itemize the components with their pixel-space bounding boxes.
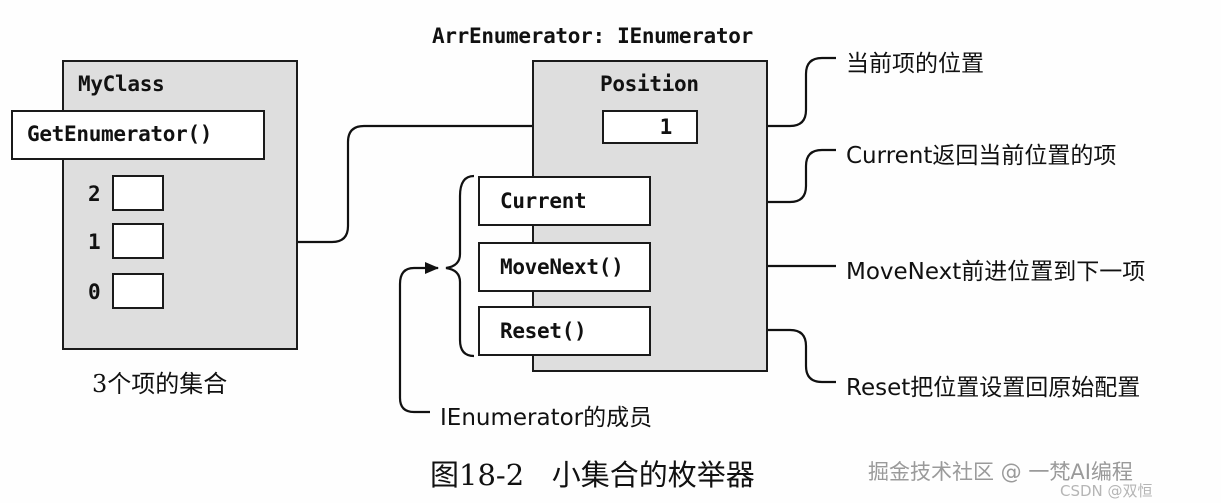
arrenumerator-title: ArrEnumerator: IEnumerator — [432, 24, 753, 48]
position-value: 1 — [659, 115, 673, 139]
slot-box-0 — [112, 273, 164, 309]
position-to-slot-arrow — [181, 124, 602, 248]
slot-box-1 — [112, 223, 164, 259]
annotation-movenext: MoveNext前进位置到下一项 — [846, 259, 1146, 285]
slot-label-0: 0 — [88, 280, 101, 304]
position-annotation-arrow — [701, 56, 836, 132]
reset-box: Reset() — [478, 306, 651, 356]
current-box: Current — [478, 176, 651, 226]
movenext-box: MoveNext() — [478, 242, 651, 292]
current-annotation-arrow — [659, 148, 836, 208]
figure-caption: 图18-2 小集合的枚举器 — [430, 458, 755, 492]
annotation-position: 当前项的位置 — [846, 51, 984, 77]
slot-label-2: 2 — [88, 182, 101, 206]
getenumerator-box: GetEnumerator() — [11, 110, 265, 160]
position-label: Position — [600, 72, 699, 96]
slot-box-2 — [112, 175, 164, 211]
watermark-line1: 掘金技术社区 @ 一梵AI编程 — [868, 460, 1133, 484]
annotation-reset: Reset把位置设置回原始配置 — [846, 375, 1141, 401]
members-brace — [445, 174, 475, 358]
position-value-box: 1 — [602, 110, 698, 144]
myclass-panel — [62, 60, 298, 350]
members-annotation-arrow — [398, 262, 439, 414]
annotation-members: IEnumerator的成员 — [440, 405, 653, 431]
myclass-title: MyClass — [78, 72, 165, 96]
reset-annotation-arrow — [659, 324, 836, 384]
slot-label-1: 1 — [88, 230, 101, 254]
annotation-current: Current返回当前位置的项 — [846, 143, 1117, 169]
watermark-line2: CSDN @双恒 — [1060, 482, 1153, 500]
myclass-caption: 3个项的集合 — [92, 370, 228, 398]
